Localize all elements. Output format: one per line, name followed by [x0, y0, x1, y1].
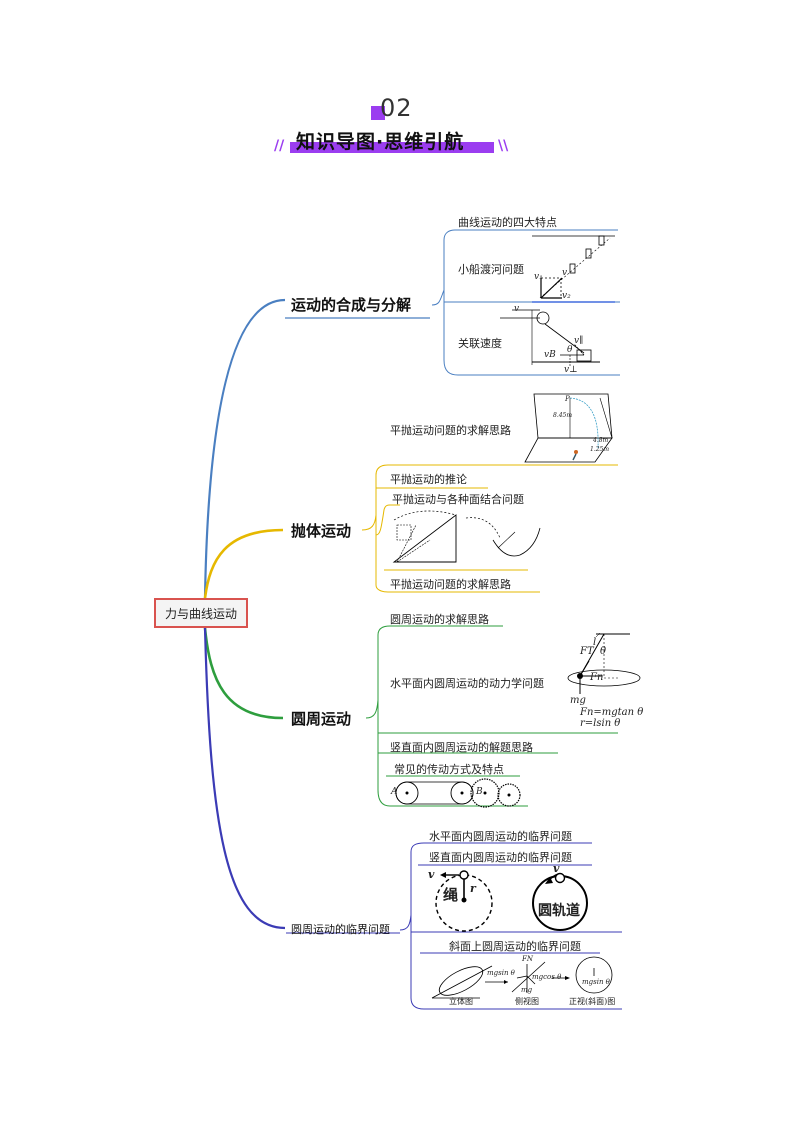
- incline-caption-side: 侧视图: [515, 997, 539, 1006]
- leaf-transmission[interactable]: 常见的传动方式及特点: [394, 763, 504, 776]
- vertical-label-r: r: [470, 882, 476, 895]
- leaf-projectile-method-2[interactable]: 平抛运动问题的求解思路: [390, 578, 511, 591]
- incline-caption-front: 正视(斜面)图: [569, 997, 616, 1006]
- height-label-p: P: [565, 395, 570, 403]
- boat-label-v: v: [562, 268, 568, 278]
- vertical-label-v-track: v: [553, 862, 560, 875]
- belt-label-b: B: [476, 787, 483, 797]
- leaf-curve-features[interactable]: 曲线运动的四大特点: [458, 216, 557, 229]
- left-slash-icon: //: [274, 138, 285, 154]
- rope-label-vpar: v∥: [574, 336, 584, 346]
- belt-label-a: A: [391, 787, 398, 797]
- conical-eq-2: r=lsin θ: [580, 718, 621, 729]
- height-label-h2: 4.8m: [593, 437, 609, 444]
- connector-branch-1: [203, 298, 286, 599]
- branch-projectile-motion[interactable]: 抛体运动: [291, 522, 352, 540]
- section-title: 知识导图·思维引航: [296, 131, 465, 153]
- leaf-projectile-corollary[interactable]: 平抛运动的推论: [390, 473, 467, 486]
- leaf-vertical-critical[interactable]: 竖直面内圆周运动的临界问题: [429, 851, 572, 864]
- height-label-h3: 1.25m: [590, 446, 610, 453]
- heading-highlight-bar: [290, 142, 494, 153]
- rope-label-vb: vB: [544, 350, 556, 360]
- branch-circular-motion[interactable]: 圆周运动: [291, 710, 352, 728]
- conical-label-theta: θ: [600, 646, 607, 657]
- heading-accent-box: [371, 106, 385, 120]
- incline-caption-3d: 立体图: [449, 997, 473, 1006]
- leaf-horizontal-dynamics[interactable]: 水平面内圆周运动的动力学问题: [390, 677, 544, 690]
- vertical-circle-figure: [435, 870, 588, 932]
- leaf-related-velocity[interactable]: 关联速度: [458, 337, 502, 350]
- connector-branch-3: [203, 627, 284, 720]
- boat-crossing-figure: [532, 235, 615, 303]
- boat-label-v2: v₂: [562, 291, 571, 301]
- leaf-projectile-surfaces[interactable]: 平抛运动与各种面结合问题: [392, 493, 524, 506]
- incline-label-mgcos: mgcos θ: [532, 973, 562, 981]
- belt-gear-figure: [395, 778, 521, 808]
- incline-label-mgsin-front: mgsin θ: [582, 978, 610, 986]
- height-label-h1: 8.45m: [553, 412, 573, 419]
- incline-label-fn: FN: [522, 955, 533, 963]
- conical-label-fn: Fn: [590, 672, 604, 683]
- section-number: 02: [380, 94, 413, 122]
- leaf-incline-critical[interactable]: 斜面上圆周运动的临界问题: [449, 940, 581, 953]
- root-label: 力与曲线运动: [164, 606, 237, 621]
- rope-pulley-figure: [500, 309, 600, 366]
- leaf-horizontal-critical[interactable]: 水平面内圆周运动的临界问题: [429, 830, 572, 843]
- incline-label-mg: mg: [521, 986, 533, 994]
- vertical-label-v-rope: v: [428, 868, 435, 881]
- boat-label-v1: v₁: [534, 272, 543, 282]
- connector-branch-2: [203, 528, 284, 599]
- leaf-vertical-method[interactable]: 竖直面内圆周运动的解题思路: [390, 741, 533, 754]
- leaf-projectile-method-1[interactable]: 平抛运动问题的求解思路: [390, 424, 511, 437]
- connector-branch-4: [203, 627, 286, 930]
- conical-eq-1: Fn=mgtan θ: [580, 707, 644, 718]
- rope-label-vperp: v⊥: [564, 365, 578, 375]
- vertical-label-track: 圆轨道: [538, 903, 580, 919]
- leaf-boat-crossing[interactable]: 小船渡河问题: [458, 263, 524, 276]
- conical-label-mg: mg: [570, 695, 586, 706]
- rope-label-theta: θ: [567, 345, 573, 355]
- conical-label-ft: FT: [580, 646, 594, 657]
- projectile-height-figure: [524, 393, 613, 463]
- incline-circle-figure: [431, 956, 613, 999]
- incline-label-mgsin: mgsin θ: [487, 969, 515, 977]
- branch-motion-composition[interactable]: 运动的合成与分解: [291, 296, 412, 314]
- branch-circular-critical[interactable]: 圆周运动的临界问题: [291, 923, 390, 936]
- vertical-label-rope: 绳: [443, 886, 459, 904]
- conical-label-l: l: [593, 637, 597, 648]
- conical-pendulum-figure: [567, 632, 641, 694]
- root-node[interactable]: 力与曲线运动: [154, 598, 248, 628]
- projectile-incline-figure: [392, 510, 541, 563]
- right-slash-icon: \\: [498, 138, 509, 154]
- leaf-circular-method[interactable]: 圆周运动的求解思路: [390, 613, 489, 626]
- rope-label-v: v: [514, 304, 520, 314]
